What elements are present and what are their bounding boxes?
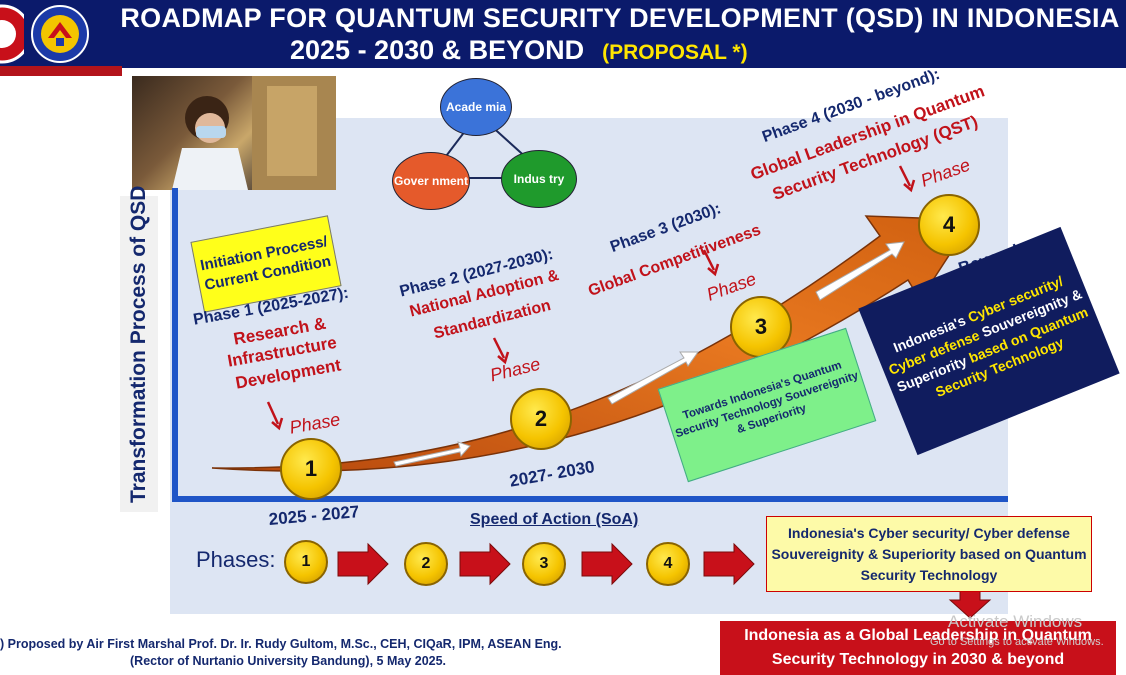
government-node: Gover nment	[392, 152, 470, 210]
footer-line-2: (Rector of Nurtanio University Bandung),…	[130, 654, 447, 668]
final-goal-box: Indonesia as a Global Leadership in Quan…	[720, 621, 1116, 675]
speed-of-action-label: Speed of Action (SoA)	[470, 511, 639, 528]
down-arrow-icon	[898, 165, 916, 193]
phases-row-circle-2: 2	[404, 542, 448, 586]
academia-node: Acade mia	[440, 78, 512, 136]
phases-row-circle-1: 1	[284, 540, 328, 584]
header-bar	[0, 0, 1126, 68]
phases-label: Phases:	[196, 547, 276, 572]
horizontal-axis	[172, 496, 1008, 502]
researcher-image-icon	[172, 76, 336, 190]
logo-left-icon	[0, 4, 24, 64]
title-line-1: ROADMAP FOR QUANTUM SECURITY DEVELOPMENT…	[120, 3, 1120, 33]
right-arrow-icon	[581, 542, 633, 586]
industry-node: Indus try	[501, 150, 577, 208]
down-arrow-icon	[492, 337, 510, 365]
result-box: Indonesia's Cyber security/ Cyber defens…	[766, 516, 1092, 592]
phases-row-circle-4: 4	[646, 542, 690, 586]
phase2-circle: 2	[510, 388, 572, 450]
watermark-line-2: Go to Settings to activate Windows.	[930, 636, 1104, 648]
title-years: 2025 - 2030 & BEYOND	[290, 35, 585, 65]
phase4-circle: 4	[918, 194, 980, 256]
watermark-line-1: Activate Windows	[948, 612, 1083, 631]
right-arrow-icon	[459, 542, 511, 586]
right-arrow-icon	[703, 542, 755, 586]
right-arrow-icon	[337, 542, 389, 586]
phases-row-circle-3: 3	[522, 542, 566, 586]
down-arrow-icon	[266, 401, 284, 431]
header-accent	[0, 66, 122, 76]
vertical-axis	[172, 188, 178, 500]
university-logo-icon	[31, 5, 89, 63]
researcher-photo	[132, 76, 336, 190]
down-arrow-icon	[702, 249, 720, 277]
proposal-tag: (PROPOSAL *)	[602, 41, 748, 64]
phase1-circle: 1	[280, 438, 342, 500]
y-axis-label-box	[120, 196, 158, 512]
footer-line-1: ) Proposed by Air First Marshal Prof. Dr…	[0, 637, 562, 651]
title-line-2: 2025 - 2030 & BEYOND (PROPOSAL *)	[290, 35, 748, 66]
